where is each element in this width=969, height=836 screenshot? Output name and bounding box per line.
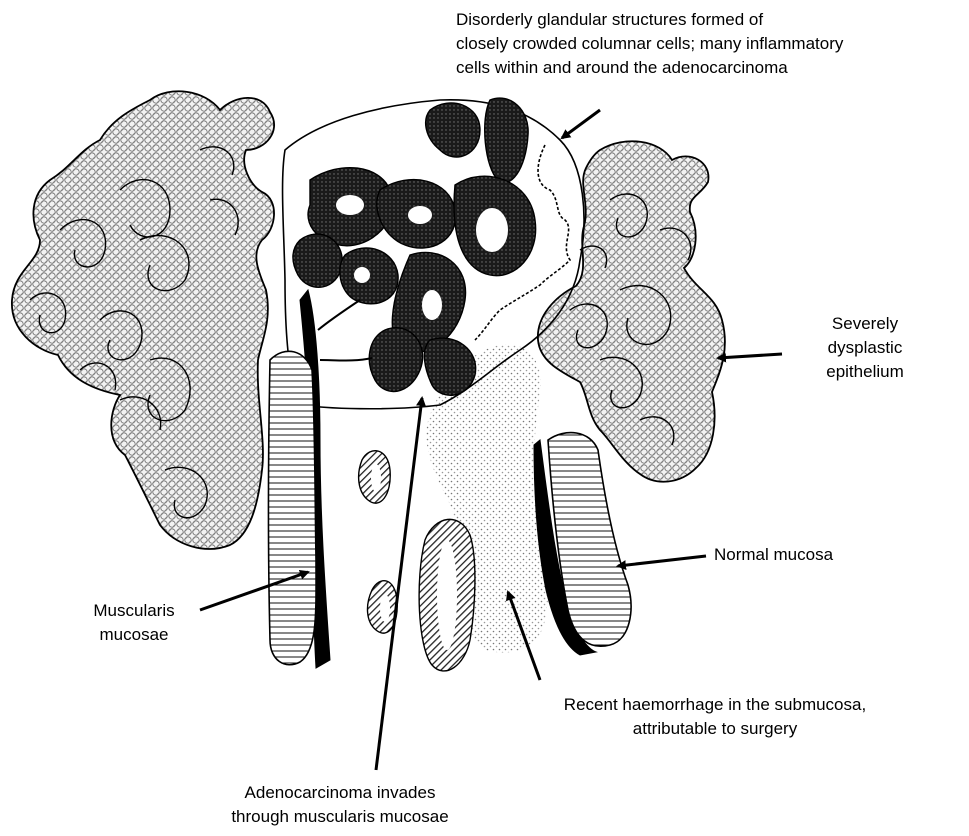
label-line: Severely [790,312,940,336]
label-line: closely crowded columnar cells; many inf… [456,32,843,56]
left-dysplastic-epithelium [12,91,274,549]
label-line: dysplastic [790,336,940,360]
label-line: Recent haemorrhage in the submucosa, [515,693,915,717]
right-dysplastic-epithelium [538,141,725,481]
label-line: Muscularis [64,599,204,623]
label-line: Normal mucosa [714,543,833,567]
arrow-to-normal-mucosa [618,556,706,566]
label-glandular-structures: Disorderly glandular structures formed o… [456,8,843,80]
arrow-to-inflammatory [562,110,600,138]
arrow-to-dysplastic [718,354,782,358]
label-line: Disorderly glandular structures formed o… [456,8,843,32]
label-line: cells within and around the adenocarcino… [456,56,843,80]
normal-mucosa-left [269,351,317,664]
label-normal-mucosa: Normal mucosa [714,543,833,567]
label-line: attributable to surgery [515,717,915,741]
label-line: through muscularis mucosae [190,805,490,829]
label-muscularis-mucosae: Muscularis mucosae [64,599,204,647]
label-line: Adenocarcinoma invades [190,781,490,805]
label-adenocarcinoma-invasion: Adenocarcinoma invades through musculari… [190,781,490,829]
label-line: epithelium [790,360,940,384]
label-dysplastic-epithelium: Severely dysplastic epithelium [790,312,940,384]
label-line: mucosae [64,623,204,647]
label-haemorrhage: Recent haemorrhage in the submucosa, att… [515,693,915,741]
